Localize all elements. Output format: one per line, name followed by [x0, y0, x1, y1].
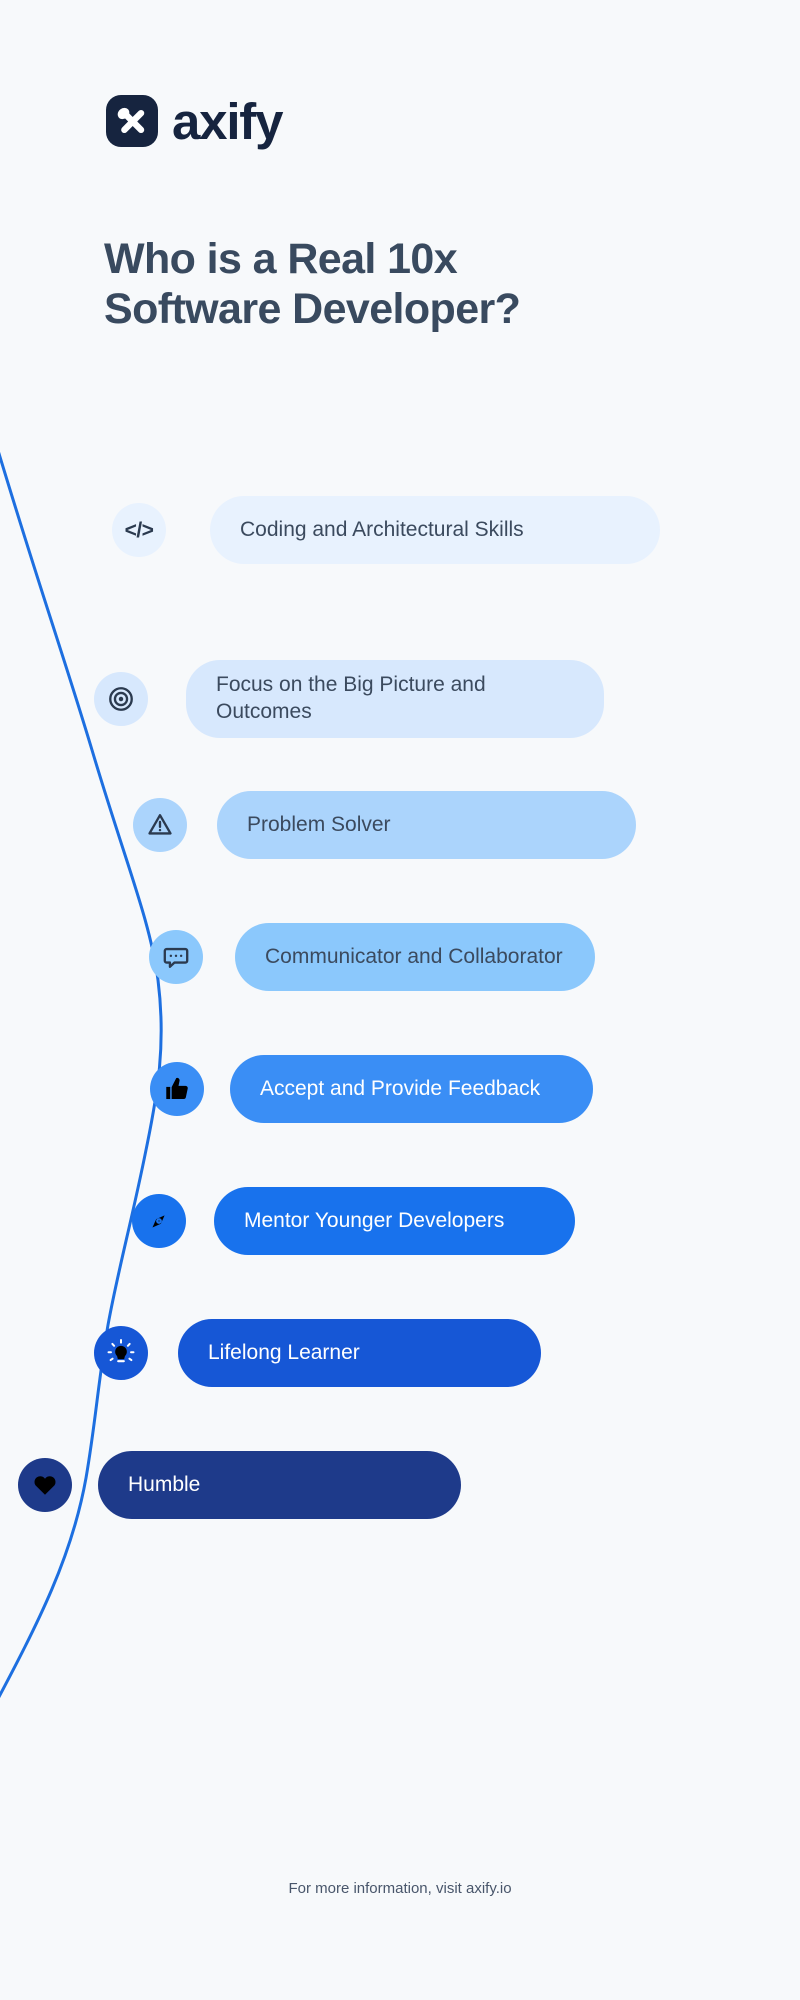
trait-item[interactable]: Mentor Younger Developers: [132, 1187, 575, 1255]
trait-label: Lifelong Learner: [208, 1340, 360, 1364]
brand-logo: axify: [106, 92, 283, 150]
page-title-line-2: Software Developer?: [104, 284, 521, 333]
page-title: Who is a Real 10x Software Developer?: [104, 235, 724, 335]
chat-bubble-icon: [163, 947, 189, 968]
trait-icon-badge: [149, 930, 203, 984]
code-brackets-icon: </>: [124, 518, 154, 542]
trait-item[interactable]: Communicator and Collaborator: [149, 923, 595, 991]
trait-pill[interactable]: Problem Solver: [217, 791, 636, 859]
trait-item[interactable]: Focus on the Big Picture and Outcomes: [94, 660, 604, 738]
trait-label: Communicator and Collaborator: [265, 944, 563, 968]
brand-name: axify: [172, 92, 283, 150]
trait-item[interactable]: Problem Solver: [133, 791, 636, 859]
trait-pill[interactable]: Humble: [98, 1451, 461, 1519]
trait-item[interactable]: Lifelong Learner: [94, 1319, 541, 1387]
trait-icon-badge: [94, 671, 148, 726]
trait-item[interactable]: Accept and Provide Feedback: [150, 1055, 593, 1123]
trait-pill[interactable]: Coding and Architectural Skills: [210, 496, 660, 564]
trait-item[interactable]: Humble: [18, 1451, 461, 1519]
trait-label: Coding and Architectural Skills: [240, 517, 524, 541]
trait-pill[interactable]: Mentor Younger Developers: [214, 1187, 575, 1255]
trait-label: Problem Solver: [247, 812, 391, 836]
trait-icon-badge: </>: [112, 503, 166, 557]
heart-icon: [34, 1476, 56, 1495]
trait-item[interactable]: </> Coding and Architectural Skills: [112, 496, 660, 564]
compass-icon: [152, 1215, 165, 1228]
trait-pill[interactable]: Lifelong Learner: [178, 1319, 541, 1387]
warning-triangle-icon: [148, 814, 172, 835]
trait-icon-badge: [150, 1062, 204, 1116]
trait-icon-badge: [94, 1326, 148, 1380]
axify-x-mark-icon: [106, 95, 158, 147]
trait-icon-badge: [132, 1194, 186, 1248]
trait-label: Mentor Younger Developers: [244, 1208, 505, 1232]
page-title-line-1: Who is a Real 10x: [104, 235, 458, 283]
trait-icon-badge: [18, 1458, 72, 1512]
trait-label: Accept and Provide Feedback: [260, 1076, 541, 1100]
lightbulb-idea-icon: [107, 1339, 135, 1363]
footer-note: For more information, visit axify.io: [288, 1880, 512, 1897]
thumbs-up-icon: [166, 1077, 188, 1100]
target-bullseye-icon: [109, 686, 133, 711]
trait-icon-badge: [133, 798, 187, 852]
trait-pill[interactable]: Accept and Provide Feedback: [230, 1055, 593, 1123]
trait-label: Focus on the Big Picture and Outcomes: [216, 673, 486, 723]
trait-pill[interactable]: Focus on the Big Picture and Outcomes: [186, 660, 604, 738]
trait-pill[interactable]: Communicator and Collaborator: [235, 923, 595, 991]
trait-label: Humble: [128, 1472, 201, 1496]
